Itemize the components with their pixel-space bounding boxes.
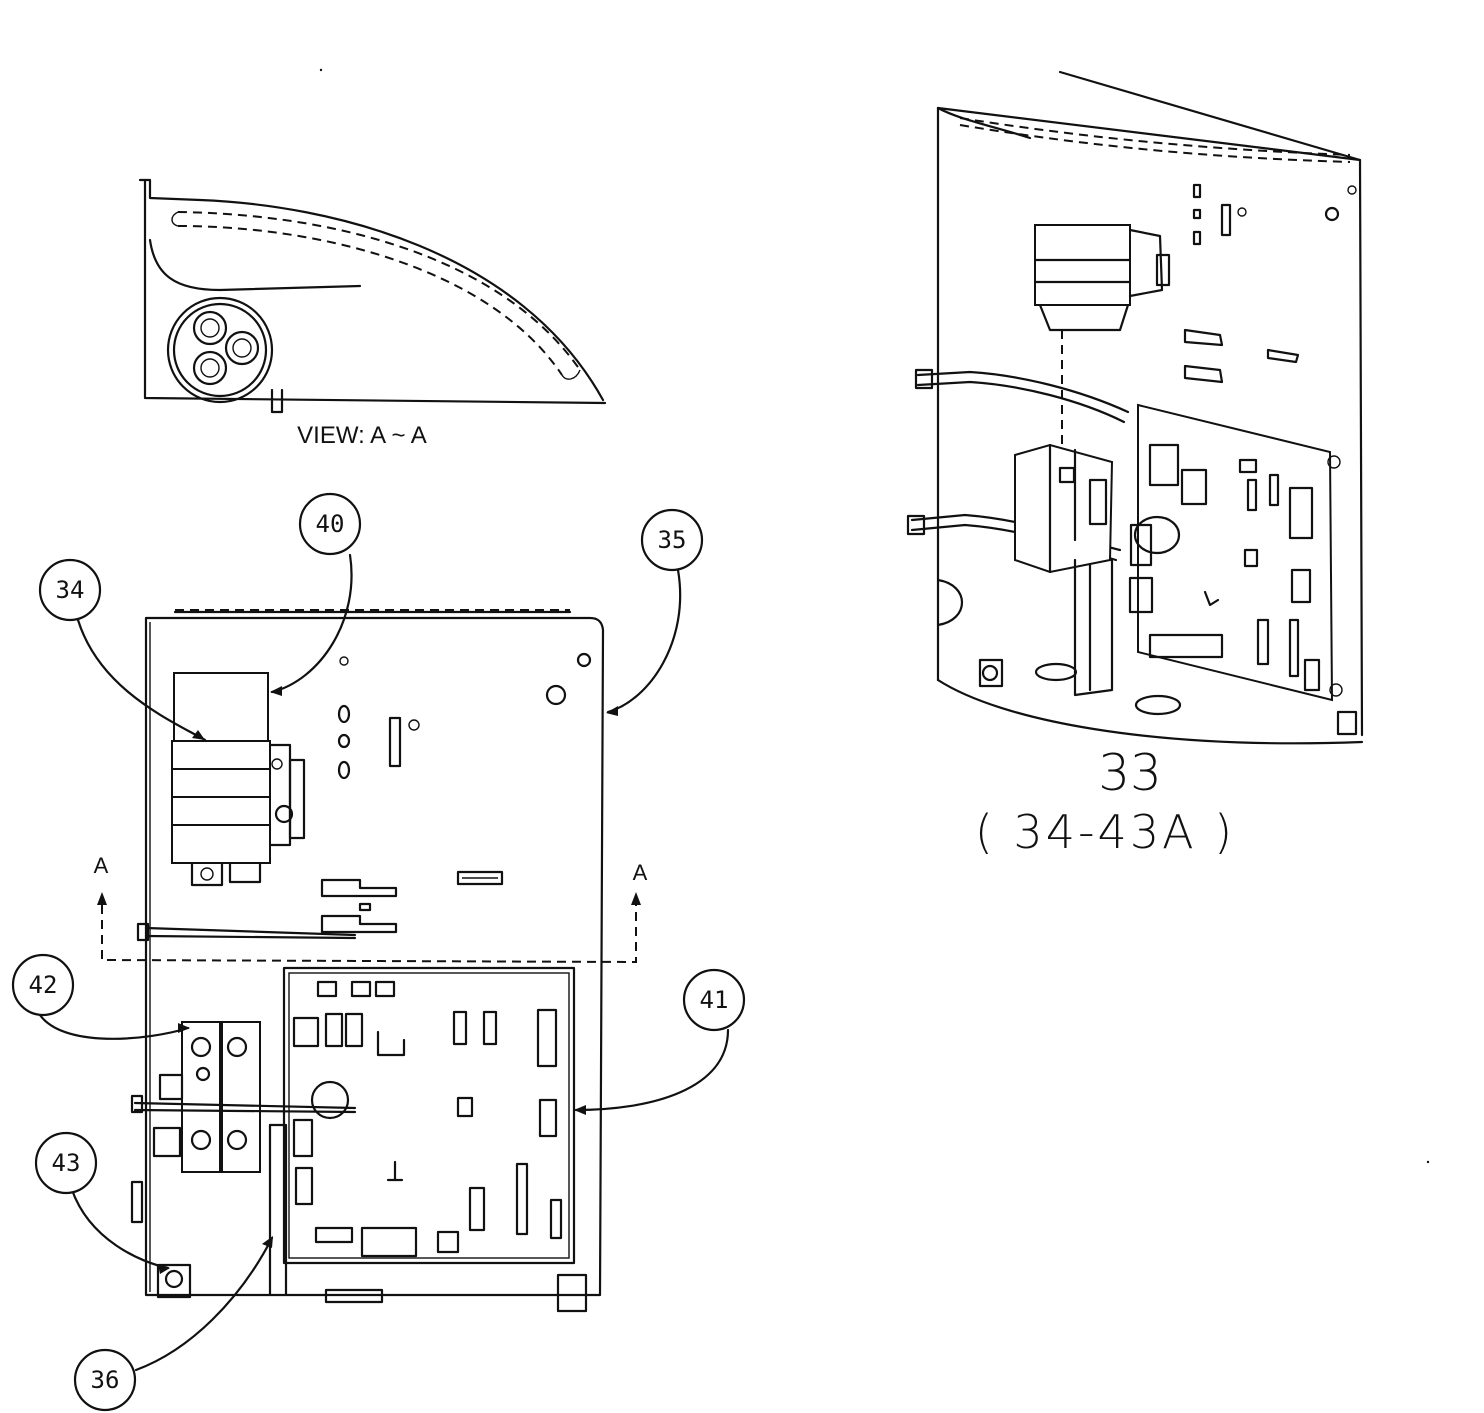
callout-40-label: 40 — [316, 510, 345, 538]
isometric-assembly — [906, 70, 1364, 745]
assembly-number: 33 — [1098, 744, 1162, 802]
view-label: VIEW: A ~ A — [297, 422, 427, 449]
callout-36-label: 36 — [91, 1366, 120, 1394]
callout-34: 34 — [38, 558, 102, 622]
view-a-a-section — [138, 178, 607, 414]
front-panel — [97, 609, 641, 1313]
section-marker-left: A — [94, 853, 109, 878]
leader-lines — [36, 553, 730, 1372]
callout-42: 42 — [11, 953, 75, 1017]
callout-40: 40 — [298, 492, 362, 556]
callout-43-label: 43 — [52, 1149, 81, 1177]
section-marker-right: A — [633, 860, 648, 885]
callout-34-label: 34 — [56, 576, 85, 604]
callout-35-label: 35 — [658, 526, 687, 554]
callout-36: 36 — [73, 1348, 137, 1412]
callout-41-label: 41 — [700, 986, 729, 1014]
callout-42-label: 42 — [29, 971, 58, 999]
callout-43: 43 — [34, 1131, 98, 1195]
assembly-range: ( 34-43A ) — [975, 805, 1235, 859]
callout-41: 41 — [682, 968, 746, 1032]
callout-35: 35 — [640, 508, 704, 572]
